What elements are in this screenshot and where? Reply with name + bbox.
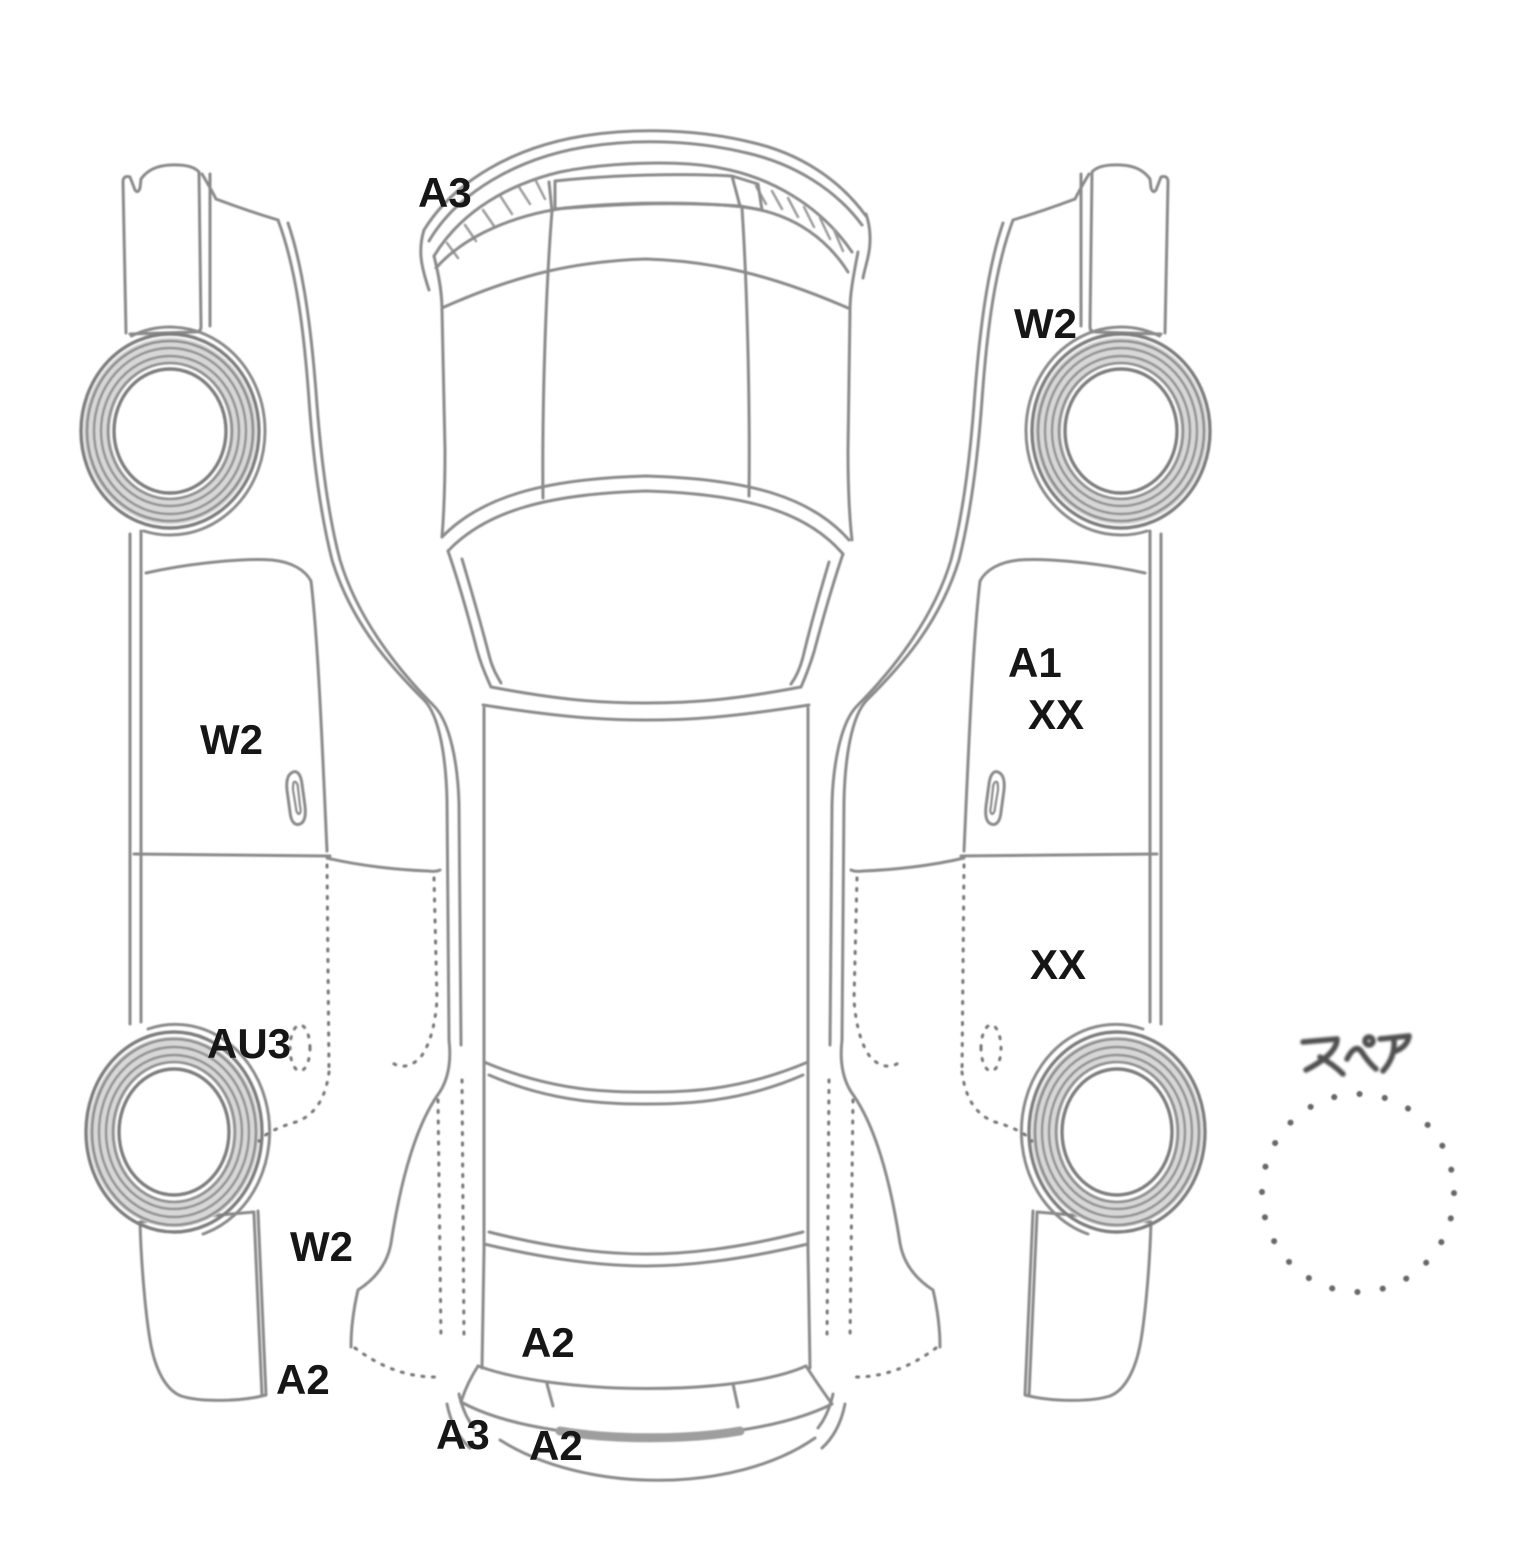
svg-text:A2: A2: [521, 1319, 575, 1366]
svg-text:W2: W2: [1014, 300, 1077, 347]
svg-text:XX: XX: [1028, 691, 1084, 738]
svg-text:XX: XX: [1030, 941, 1086, 988]
svg-text:W2: W2: [290, 1223, 353, 1270]
svg-text:A1: A1: [1008, 639, 1062, 686]
svg-text:AU3: AU3: [207, 1020, 291, 1067]
svg-text:A3: A3: [418, 169, 472, 216]
svg-text:W2: W2: [200, 716, 263, 763]
svg-text:A2: A2: [529, 1422, 583, 1469]
svg-text:A2: A2: [276, 1356, 330, 1403]
svg-text:A3: A3: [436, 1411, 490, 1458]
